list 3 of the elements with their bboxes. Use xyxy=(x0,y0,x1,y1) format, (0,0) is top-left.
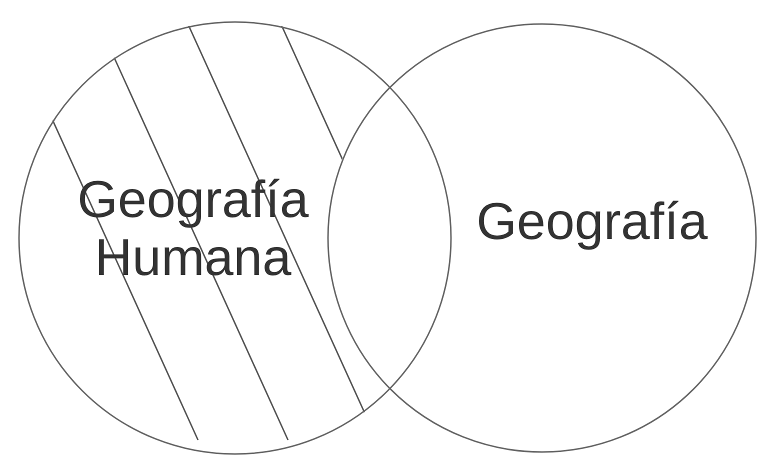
circle-label: Geografía xyxy=(475,193,709,251)
venn-circle xyxy=(327,23,757,453)
venn-circle xyxy=(18,21,452,455)
